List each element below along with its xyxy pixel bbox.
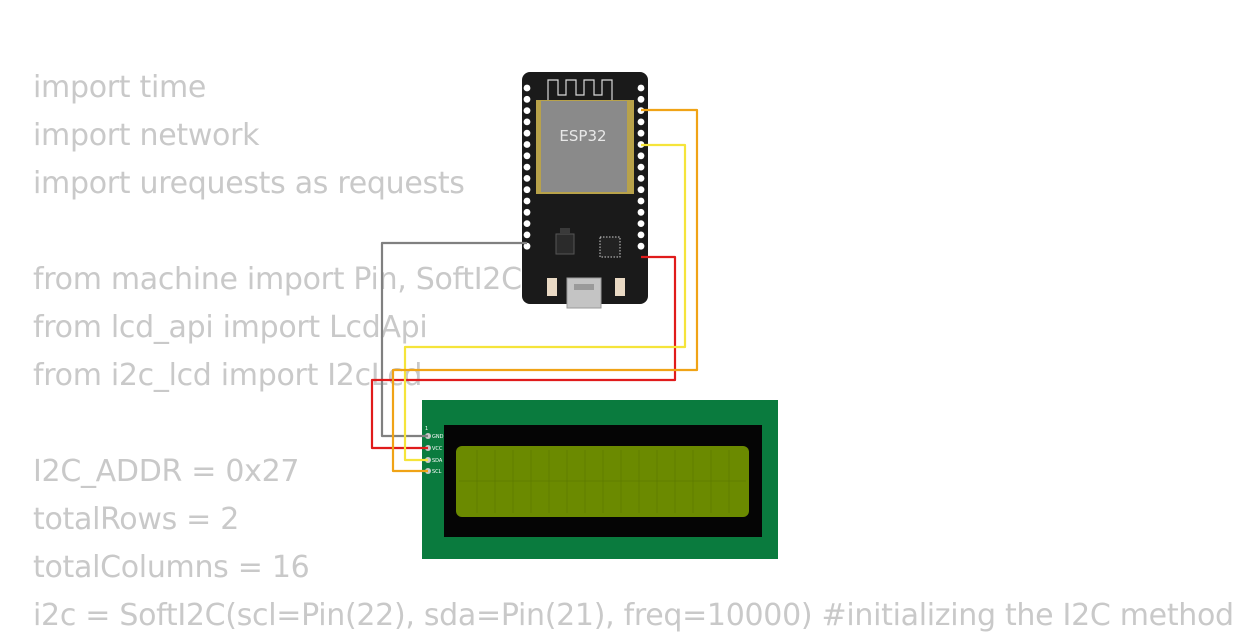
header-pin bbox=[523, 197, 531, 205]
usb-port bbox=[566, 277, 602, 309]
header-pin bbox=[637, 186, 645, 194]
lcd-pin-label: VCC bbox=[432, 446, 443, 452]
header-pin bbox=[637, 175, 645, 182]
lcd-pin-index: 1 bbox=[425, 426, 428, 432]
header-pin bbox=[637, 242, 645, 250]
esp32-right-pins bbox=[637, 84, 645, 250]
code-line: import time bbox=[33, 70, 207, 105]
code-line: totalRows = 2 bbox=[33, 502, 240, 537]
header-pin bbox=[523, 175, 531, 182]
code-line: from machine import Pin, SoftI2C bbox=[33, 262, 522, 297]
header-pin bbox=[523, 208, 531, 216]
lcd-pin-label: GND bbox=[432, 434, 444, 440]
header-pin bbox=[523, 220, 531, 228]
lcd-screen-grid bbox=[459, 450, 746, 513]
code-line: I2C_ADDR = 0x27 bbox=[33, 454, 300, 489]
header-pin bbox=[523, 95, 531, 103]
code-line: i2c = SoftI2C(scl=Pin(22), sda=Pin(21), … bbox=[33, 598, 1234, 633]
code-listing: import time import network import ureque… bbox=[33, 64, 1234, 640]
esp32-label: ESP32 bbox=[559, 127, 606, 145]
header-pin bbox=[523, 118, 531, 126]
wire-scl[interactable] bbox=[391, 108, 699, 473]
code-line: from i2c_lcd import I2cLcd bbox=[33, 358, 423, 393]
lcd-pin-label: SDA bbox=[432, 458, 443, 464]
header-pin bbox=[523, 231, 531, 239]
antenna-trace bbox=[547, 79, 613, 100]
header-pin bbox=[523, 242, 531, 250]
header-pin bbox=[523, 107, 531, 114]
esp32-chip bbox=[541, 101, 627, 192]
lcd-pin-label: SCL bbox=[432, 469, 442, 475]
usb-chip bbox=[599, 236, 621, 258]
lcd-module[interactable]: 1 GND VCC SDA SCL bbox=[422, 400, 778, 559]
header-pin bbox=[523, 129, 531, 137]
header-pin bbox=[637, 220, 645, 228]
usb-port-slot bbox=[574, 284, 594, 290]
header-pin bbox=[637, 152, 645, 160]
regulator-tab bbox=[560, 228, 570, 234]
en-button[interactable] bbox=[615, 278, 625, 296]
wire-vcc[interactable] bbox=[370, 255, 677, 450]
header-pin bbox=[637, 231, 645, 239]
header-pin bbox=[523, 163, 531, 171]
boot-button[interactable] bbox=[547, 278, 557, 296]
header-pin bbox=[523, 84, 531, 92]
header-pin bbox=[523, 186, 531, 194]
header-pin bbox=[637, 118, 645, 126]
wires bbox=[370, 108, 699, 473]
header-pin bbox=[523, 152, 531, 160]
circuit-diagram: 1 GND VCC SDA SCL ESP32 bbox=[370, 72, 778, 559]
header-pin bbox=[637, 129, 645, 137]
esp32-left-pins bbox=[523, 84, 531, 250]
esp32-board[interactable]: ESP32 bbox=[522, 72, 648, 309]
regulator bbox=[555, 233, 575, 255]
code-line: import urequests as requests bbox=[33, 166, 465, 201]
header-pin bbox=[523, 141, 531, 148]
header-pin bbox=[637, 163, 645, 171]
header-pin bbox=[637, 208, 645, 216]
code-line: import network bbox=[33, 118, 260, 153]
header-pin bbox=[637, 197, 645, 205]
wire-sda[interactable] bbox=[403, 143, 687, 462]
code-line: totalColumns = 16 bbox=[33, 550, 310, 585]
header-pin bbox=[637, 84, 645, 92]
header-pin bbox=[637, 95, 645, 103]
code-line: from lcd_api import LcdApi bbox=[33, 310, 428, 345]
lcd-screen bbox=[456, 446, 749, 517]
